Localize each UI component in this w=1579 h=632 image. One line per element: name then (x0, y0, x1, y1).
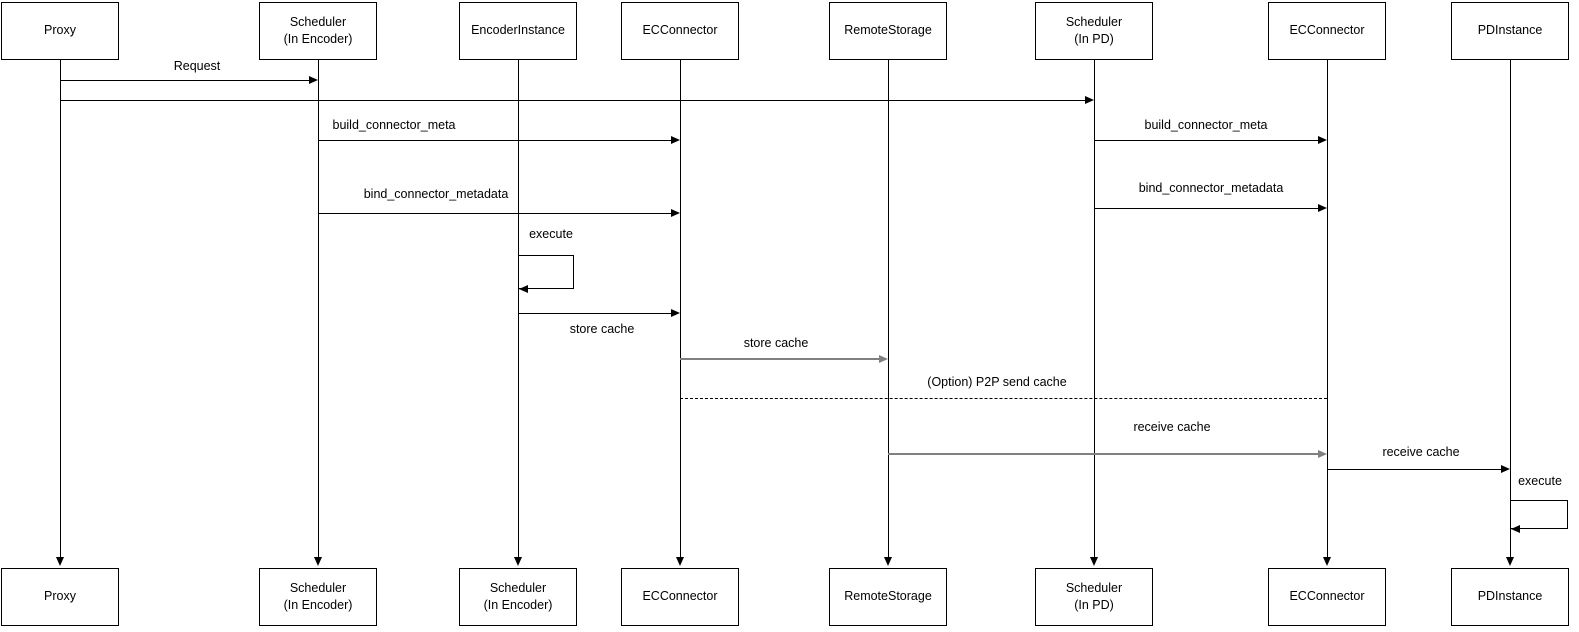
actor-bottom-ec-connector-1: ECConnector (621, 568, 739, 626)
message-label-build-connector-meta-left: build_connector_meta (330, 118, 458, 132)
arrowhead-icon (884, 557, 892, 566)
actor-top-proxy: Proxy (1, 2, 119, 60)
arrowhead-icon (1323, 557, 1331, 566)
lifeline-ec-connector-2 (1327, 60, 1328, 558)
message-arrow-bind-connector-metadata-right (1094, 208, 1318, 209)
arrowhead-icon (1511, 525, 1520, 533)
message-label-bind-connector-metadata-right: bind_connector_metadata (1136, 181, 1286, 195)
lifeline-scheduler-pd (1094, 60, 1095, 558)
lifeline-scheduler-encoder (318, 60, 319, 558)
lifeline-proxy (60, 60, 61, 558)
message-arrow-receive-cache-1 (888, 453, 1318, 455)
actor-bottom-scheduler-encoder-2: Scheduler (In Encoder) (459, 568, 577, 626)
message-label-bind-connector-metadata-left: bind_connector_metadata (361, 187, 511, 201)
message-label-p2p-send-cache: (Option) P2P send cache (925, 375, 1069, 389)
message-arrow-request (60, 80, 309, 81)
message-label-build-connector-meta-right: build_connector_meta (1142, 118, 1270, 132)
arrowhead-icon (56, 557, 64, 566)
arrowhead-icon (519, 285, 528, 293)
lifeline-remote-storage (888, 60, 889, 558)
actor-bottom-pd-instance: PDInstance (1451, 568, 1569, 626)
actor-bottom-remote-storage: RemoteStorage (829, 568, 947, 626)
actor-bottom-scheduler-encoder-1: Scheduler (In Encoder) (259, 568, 377, 626)
actor-top-scheduler-pd: Scheduler (In PD) (1035, 2, 1153, 60)
message-label-receive-cache-1: receive cache (1131, 420, 1213, 434)
message-arrow-build-connector-meta-left (318, 140, 671, 141)
message-selfloop-execute-pd (1510, 500, 1568, 529)
arrowhead-icon (1090, 557, 1098, 566)
arrowhead-icon (1318, 204, 1327, 212)
message-line-p2p-send-cache (680, 398, 1327, 399)
arrowhead-icon (314, 557, 322, 566)
actor-top-ec-connector-2: ECConnector (1268, 2, 1386, 60)
message-label-execute-encoder: execute (527, 227, 575, 241)
lifeline-ec-connector-1 (680, 60, 681, 558)
actor-bottom-scheduler-pd: Scheduler (In PD) (1035, 568, 1153, 626)
message-arrow-store-cache-2 (680, 358, 879, 360)
message-label-request: Request (171, 59, 223, 73)
arrowhead-icon (676, 557, 684, 566)
arrowhead-icon (671, 309, 680, 317)
arrowhead-icon (671, 209, 680, 217)
message-label-store-cache-1: store cache (567, 322, 637, 336)
actor-top-scheduler-encoder: Scheduler (In Encoder) (259, 2, 377, 60)
arrowhead-icon (1506, 557, 1514, 566)
message-arrow-bind-connector-metadata-left (318, 213, 671, 214)
arrowhead-icon (1318, 136, 1327, 144)
message-selfloop-execute-encoder (518, 255, 574, 289)
lifeline-pd-instance (1510, 60, 1511, 558)
actor-top-pd-instance: PDInstance (1451, 2, 1569, 60)
actor-top-ec-connector-1: ECConnector (621, 2, 739, 60)
message-arrow-store-cache-1 (518, 313, 671, 314)
arrowhead-icon (671, 136, 680, 144)
message-label-receive-cache-2: receive cache (1380, 445, 1462, 459)
arrowhead-icon (1085, 96, 1094, 104)
message-label-store-cache-2: store cache (741, 336, 811, 350)
arrowhead-icon (1501, 465, 1510, 473)
arrowhead-icon (879, 355, 888, 363)
actor-bottom-proxy: Proxy (1, 568, 119, 626)
actor-top-encoder-instance: EncoderInstance (459, 2, 577, 60)
arrowhead-icon (309, 76, 318, 84)
actor-top-remote-storage: RemoteStorage (829, 2, 947, 60)
actor-bottom-ec-connector-2: ECConnector (1268, 568, 1386, 626)
lifeline-encoder-instance (518, 60, 519, 558)
message-arrow-proxy-to-scheduler-pd (60, 100, 1085, 101)
message-arrow-build-connector-meta-right (1094, 140, 1318, 141)
arrowhead-icon (514, 557, 522, 566)
message-label-execute-pd: execute (1516, 474, 1564, 488)
message-arrow-receive-cache-2 (1327, 469, 1501, 470)
arrowhead-icon (1318, 450, 1327, 458)
